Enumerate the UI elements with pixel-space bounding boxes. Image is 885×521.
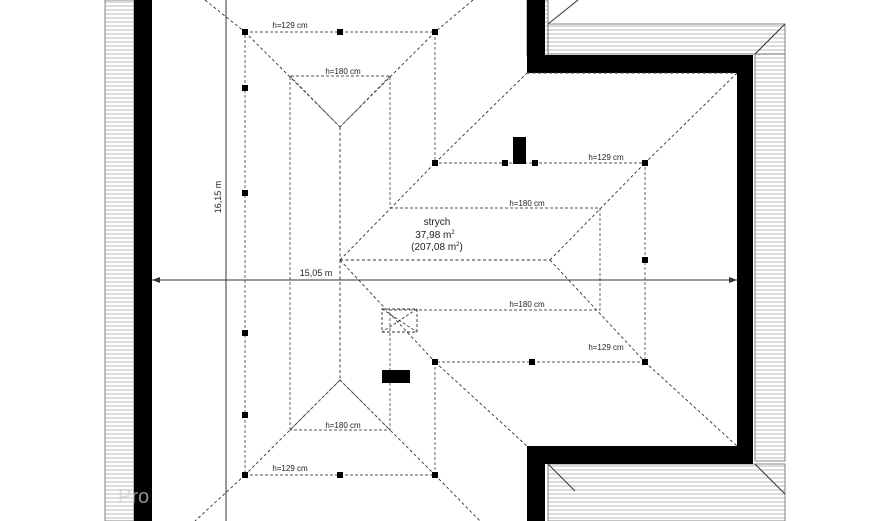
right-upper-wing [526,0,786,462]
length-dimension-label: 15,05 m [300,268,333,278]
roof-lines [194,0,738,521]
posts [242,29,648,478]
right-lower-wing [527,446,786,521]
height-label-right-lower-outer: h=129 cm [588,343,624,352]
knee-wall-lines [244,31,646,476]
height-label-top-outer: h=129 cm [272,21,308,30]
height-label-bottom-inner: h=180 cm [325,421,361,430]
left-eave [104,0,135,521]
left-wall [134,0,152,521]
watermark: Pro [118,486,149,508]
chimney [513,137,526,164]
height-label-right-lower-inner: h=180 cm [509,300,545,309]
room-label: strych 37,98 m2 (207,08 m2) [411,217,463,253]
height-label-right-upper-outer: h=129 cm [588,153,624,162]
height-label-top-inner: h=180 cm [325,67,361,76]
height-label-bottom-outer: h=129 cm [272,464,308,473]
dimension-lines [152,0,737,521]
room-name: strych [424,217,451,228]
height-label-right-upper-inner: h=180 cm [509,199,545,208]
width-dimension-label: 16,15 m [213,181,223,214]
vent [382,370,410,383]
total-area: (207,08 m2) [411,242,463,253]
clearance-lines [289,75,601,431]
room-area: 37,98 m2 [415,230,455,241]
roof-hatch [381,308,418,333]
